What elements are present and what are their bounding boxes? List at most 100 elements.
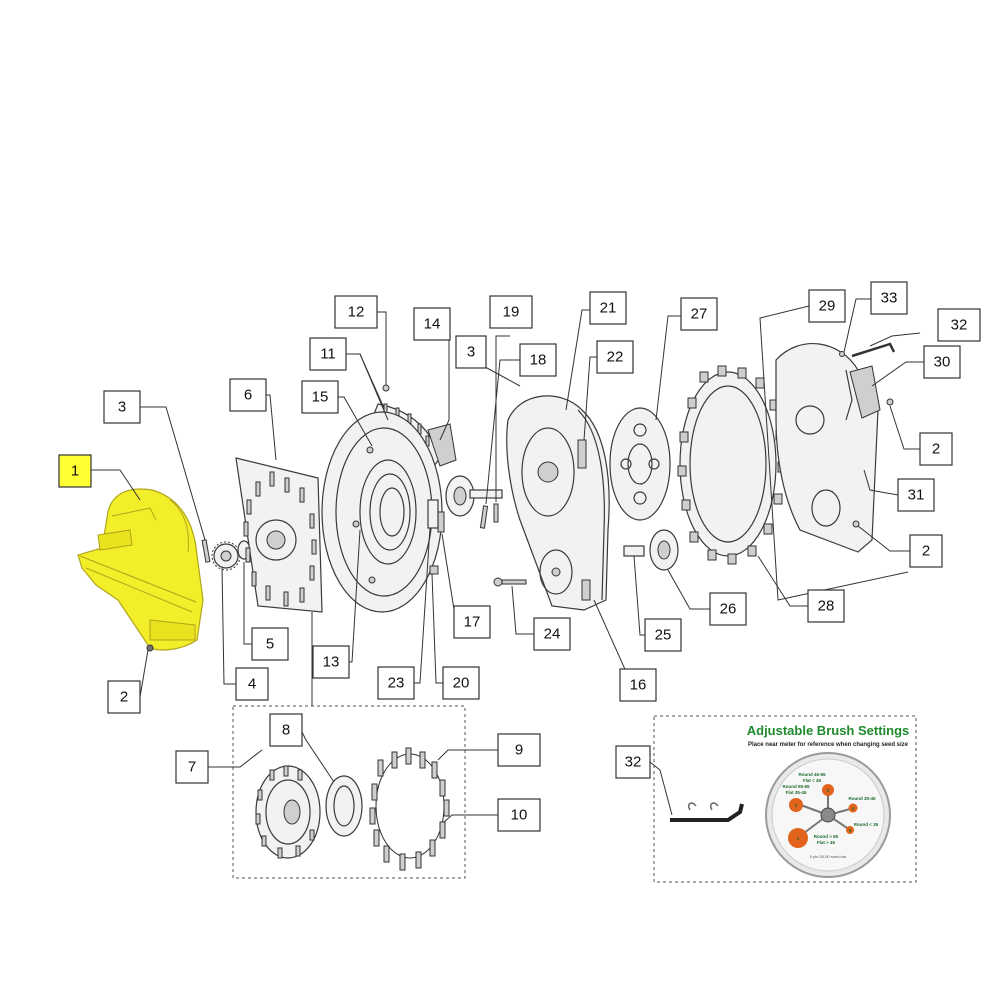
callout-box: [58, 454, 92, 488]
part-4-gear[interactable]: [211, 541, 241, 571]
callout-6[interactable]: 6: [229, 378, 267, 412]
part-31-cover-plate[interactable]: [775, 343, 879, 553]
callout-21[interactable]: 21: [589, 291, 627, 325]
part-7-brush-hub[interactable]: [255, 765, 321, 859]
callout-box: [312, 645, 350, 679]
part-23-spacer[interactable]: [427, 499, 439, 575]
part-3-pin[interactable]: [201, 539, 211, 563]
callout-box: [619, 668, 657, 702]
callout-3b[interactable]: 3: [455, 335, 487, 369]
knob-1-number: 1: [797, 836, 800, 841]
callout-label: 19: [503, 304, 520, 321]
callout-label: 21: [600, 300, 617, 317]
brush-settings-dial: Round 45-55 Flat < 45 Round 55-65 Flat 3…: [765, 752, 891, 878]
part-13-seed-disk[interactable]: [321, 411, 443, 613]
callout-32b[interactable]: 32: [615, 745, 651, 779]
callout-20[interactable]: 20: [442, 666, 480, 700]
callout-31[interactable]: 31: [897, 478, 935, 512]
part-24-bolt[interactable]: [493, 577, 527, 587]
callout-box: [807, 589, 845, 623]
callout-box: [413, 307, 451, 341]
callout-2b[interactable]: 2: [919, 432, 953, 466]
callout-label: 32: [625, 754, 642, 771]
part-8-ring[interactable]: [325, 775, 363, 837]
callout-23[interactable]: 23: [377, 666, 415, 700]
brush-card-title: Adjustable Brush Settings: [747, 723, 910, 738]
callout-box: [377, 666, 415, 700]
part-12-screw[interactable]: [382, 384, 390, 392]
callout-label: 3: [467, 344, 475, 361]
knob-5-number: 5: [849, 828, 852, 833]
callout-27[interactable]: 27: [680, 297, 718, 331]
part-26-bearing[interactable]: [649, 529, 679, 571]
callout-30[interactable]: 30: [923, 345, 961, 379]
part-28-paddle-ring[interactable]: [677, 365, 787, 565]
part-10-bristle-ring-lower[interactable]: [369, 783, 446, 871]
knob-4-number: 4: [852, 806, 855, 811]
callout-label: 7: [188, 759, 196, 776]
part-17-key[interactable]: [437, 511, 445, 533]
part-21-housing-body[interactable]: [506, 395, 610, 611]
callout-box: [923, 345, 961, 379]
callout-box: [497, 798, 541, 832]
part-33-screw[interactable]: [839, 351, 845, 357]
callout-12[interactable]: 12: [334, 295, 378, 329]
callout-33[interactable]: 33: [870, 281, 908, 315]
knob-3: [822, 784, 834, 796]
part-9-bristle-ring[interactable]: [375, 747, 450, 859]
callout-15[interactable]: 15: [301, 380, 339, 414]
callout-11[interactable]: 11: [309, 337, 347, 371]
part-25-sleeve[interactable]: [623, 545, 645, 557]
callout-24[interactable]: 24: [533, 617, 571, 651]
part-6-brush-plate[interactable]: [235, 457, 323, 613]
callout-26[interactable]: 26: [709, 592, 747, 626]
callout-label: 24: [544, 626, 561, 643]
part-32-tool-set[interactable]: [670, 802, 744, 822]
callout-3a[interactable]: 3: [103, 390, 141, 424]
callout-1[interactable]: 1: [58, 454, 92, 488]
part-30-brush-block[interactable]: [849, 365, 881, 419]
callout-label: 2: [932, 441, 940, 458]
callout-2a[interactable]: 2: [107, 680, 141, 714]
callout-box: [519, 343, 557, 377]
callout-7[interactable]: 7: [175, 750, 209, 784]
callout-29[interactable]: 29: [808, 289, 846, 323]
callout-label: 11: [320, 346, 336, 363]
brush-subassembly-frame: [232, 705, 466, 879]
callout-label: 4: [248, 676, 256, 693]
callout-13[interactable]: 13: [312, 645, 350, 679]
part-27-round-plate[interactable]: [609, 407, 671, 521]
callout-22[interactable]: 22: [596, 340, 634, 374]
callout-9[interactable]: 9: [497, 733, 541, 767]
part-1-housing-cover[interactable]: [77, 488, 204, 652]
callout-box: [442, 666, 480, 700]
callout-17[interactable]: 17: [453, 605, 491, 639]
callout-4[interactable]: 4: [235, 667, 269, 701]
knob-4: [848, 803, 858, 813]
callout-25[interactable]: 25: [644, 618, 682, 652]
callout-19[interactable]: 19: [489, 295, 533, 329]
part-18-pin[interactable]: [479, 505, 489, 529]
callout-14[interactable]: 14: [413, 307, 451, 341]
callout-2c[interactable]: 2: [909, 534, 943, 568]
callout-18[interactable]: 18: [519, 343, 557, 377]
part-20-hub[interactable]: [445, 475, 503, 517]
part-14-bracket[interactable]: [427, 423, 457, 467]
callout-16[interactable]: 16: [619, 668, 657, 702]
callout-10[interactable]: 10: [497, 798, 541, 832]
callout-8[interactable]: 8: [269, 713, 303, 747]
part-2-nut-right-top[interactable]: [886, 398, 894, 406]
callout-box: [107, 680, 141, 714]
setting-3-flat: Flat < 45: [803, 778, 822, 783]
knob-2: [789, 798, 803, 812]
callout-32a[interactable]: 32: [937, 308, 981, 342]
part-19-pin[interactable]: [493, 503, 499, 523]
callout-box: [175, 750, 209, 784]
callout-label: 3: [118, 399, 126, 416]
callout-28[interactable]: 28: [807, 589, 845, 623]
part-2-nut-right-bottom[interactable]: [852, 520, 860, 528]
part-32-rod[interactable]: [851, 342, 896, 358]
callout-5[interactable]: 5: [251, 627, 289, 661]
